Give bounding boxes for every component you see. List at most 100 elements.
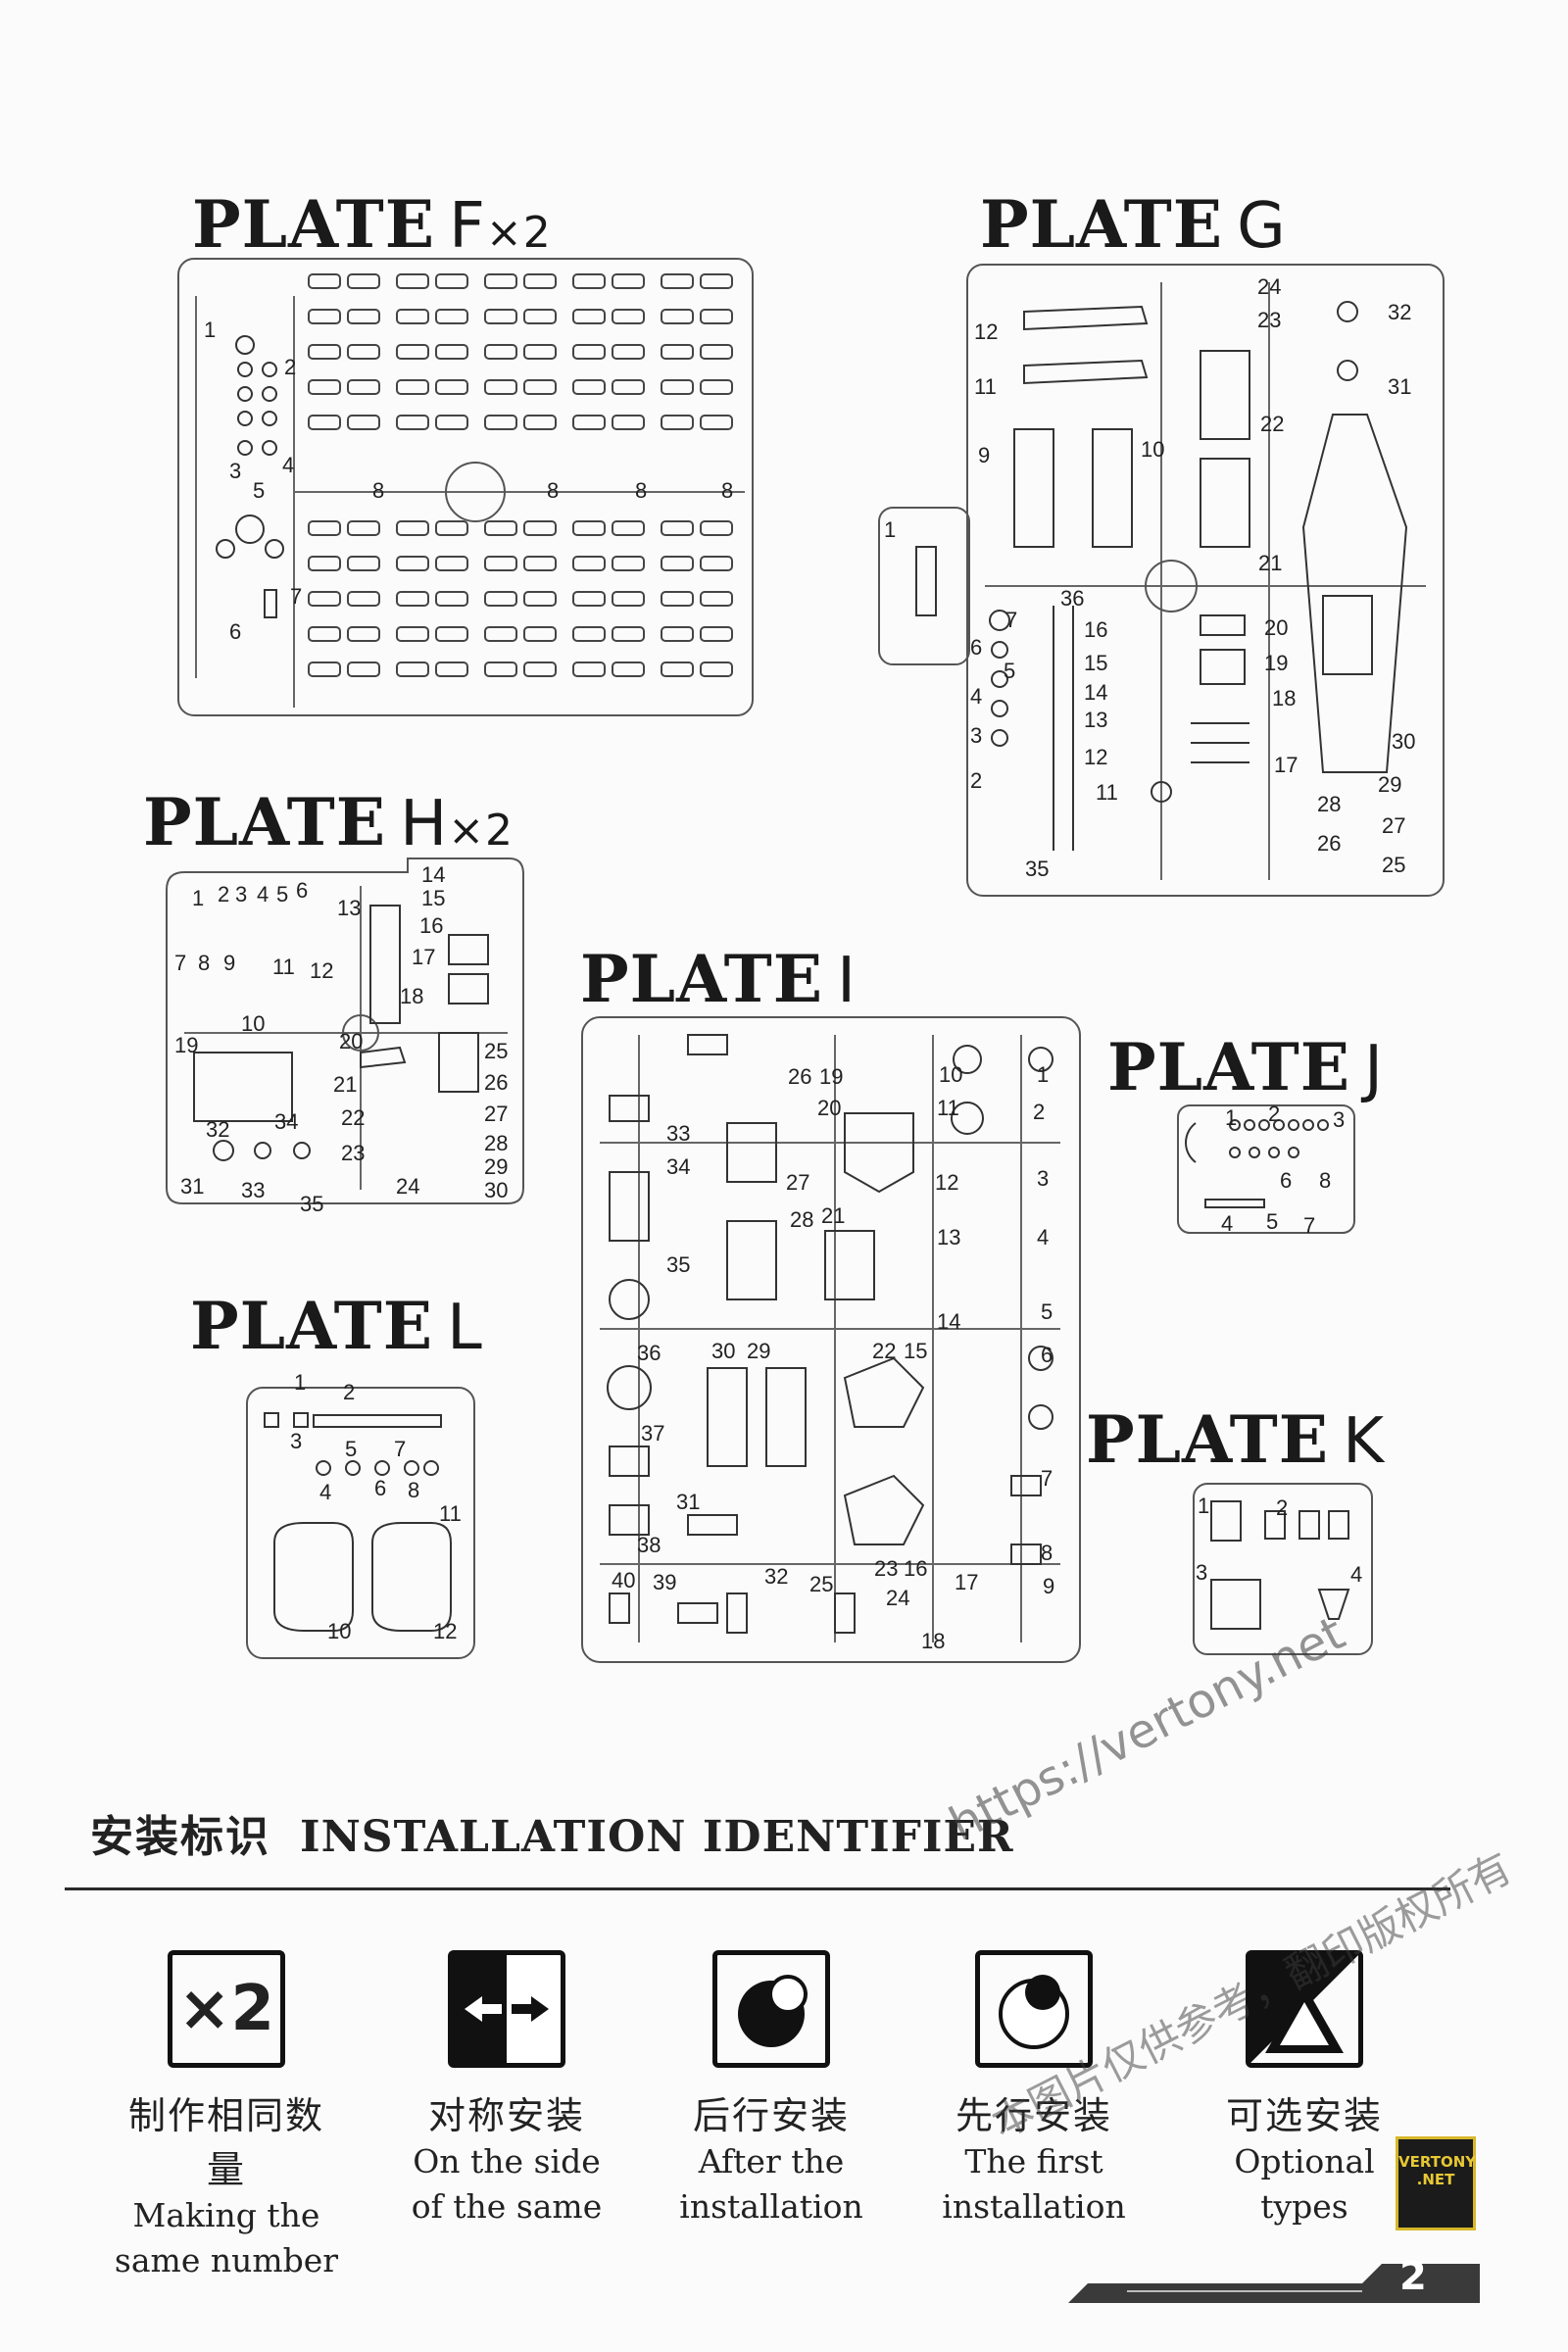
plate-i-label-27: 27 (786, 1170, 810, 1195)
plate-i-label-30: 30 (711, 1339, 736, 1363)
small-part (484, 415, 517, 430)
optional-types-icon (1246, 1950, 1363, 2068)
plate-g-sprue (878, 264, 1445, 897)
symmetric-arrows-icon (448, 1950, 565, 2068)
plate-h-label-12: 12 (310, 958, 334, 983)
small-part (435, 626, 468, 642)
plate-f-label-8c: 8 (635, 478, 648, 503)
small-part (572, 626, 606, 642)
small-part (396, 662, 429, 677)
plate-g-label-20: 18 (1272, 686, 1297, 710)
plate-g-label-28: 26 (1317, 831, 1342, 856)
first-install-icon (975, 1950, 1093, 2068)
small-part (347, 415, 380, 430)
small-part (661, 556, 694, 571)
plate-i-label-33: 33 (666, 1121, 691, 1146)
plate-l-label-1: 1 (294, 1370, 307, 1395)
small-part (308, 591, 341, 607)
small-part (572, 662, 606, 677)
small-part (700, 520, 733, 536)
plate-i-label-8: 8 (1041, 1541, 1054, 1565)
plate-i-label-29: 29 (747, 1339, 771, 1363)
plate-g-label-17: 15 (1084, 651, 1108, 675)
plate-g-label-12: 12 (974, 319, 999, 344)
plate-g-label-9: 9 (978, 443, 991, 467)
small-part (700, 379, 733, 395)
plate-g-label-16: 14 (1084, 680, 1108, 705)
plate-g-label-13: 11 (1096, 780, 1118, 805)
plate-g-label-33: 31 (1388, 374, 1412, 399)
small-part (661, 662, 694, 677)
small-part (396, 556, 429, 571)
plate-h-label-31: 31 (180, 1174, 205, 1199)
plate-f-label-8b: 8 (547, 478, 560, 503)
small-part (484, 309, 517, 324)
plate-f-label-7: 7 (290, 584, 303, 609)
vertony-logo: VERTONY .NET (1396, 2136, 1476, 2230)
small-part (612, 520, 645, 536)
page-number-bar (1068, 2264, 1480, 2303)
plate-i-sprue (581, 1016, 1081, 1663)
plate-i-label-39: 39 (653, 1570, 677, 1594)
small-part (612, 344, 645, 360)
plate-h-label-21: 21 (333, 1072, 358, 1097)
plate-h-label-32: 32 (206, 1117, 230, 1142)
plate-j-label-1: 1 (1225, 1105, 1238, 1130)
small-part (396, 626, 429, 642)
plate-i-label-2: 2 (1033, 1100, 1046, 1124)
plate-h-label-15: 15 (421, 886, 446, 910)
small-part (572, 379, 606, 395)
plate-g-label-18: 16 (1084, 617, 1108, 642)
small-part (308, 415, 341, 430)
small-part (523, 344, 557, 360)
plate-g-label-32: 30 (1392, 729, 1416, 754)
small-part (612, 309, 645, 324)
plate-l-sprue (246, 1387, 475, 1659)
small-part (572, 273, 606, 289)
identifier-first-install: 先行安装 The first installation (921, 1950, 1147, 2230)
plate-g-label-26: 24 (1257, 274, 1282, 299)
plate-i-label-18: 18 (921, 1629, 946, 1653)
small-part (308, 520, 341, 536)
plate-k-label-3: 3 (1196, 1560, 1208, 1585)
small-part (484, 379, 517, 395)
plate-h-label-18: 18 (400, 984, 424, 1008)
small-part (308, 662, 341, 677)
plate-g-label-1: 1 (884, 517, 897, 542)
plate-g-label-19: 17 (1274, 753, 1298, 777)
small-part (396, 379, 429, 395)
small-part (484, 520, 517, 536)
plate-h-label-10: 10 (241, 1011, 266, 1036)
plate-f-sprue (177, 258, 754, 716)
identifier-optional: 可选安装 Optional types (1192, 1950, 1417, 2230)
plate-i-label-37: 37 (641, 1421, 665, 1446)
small-part (396, 344, 429, 360)
plate-k-sprue (1193, 1483, 1373, 1655)
plate-h-label-35: 35 (300, 1192, 324, 1216)
small-part (435, 556, 468, 571)
small-part (572, 415, 606, 430)
plate-i-label-22: 22 (872, 1339, 897, 1363)
plate-g-label-7: 7 (1005, 608, 1018, 632)
plate-j-label-8a: 8 (1319, 1168, 1332, 1193)
section-divider (65, 1887, 1450, 1890)
plate-g-label-35: 35 (1025, 857, 1050, 881)
plate-g-label-5: 5 (1004, 659, 1016, 683)
plate-f-label-3: 3 (229, 459, 242, 483)
plate-f-label-1: 1 (204, 318, 217, 342)
plate-g-label-25: 23 (1257, 308, 1282, 332)
plate-h-label-29: 29 (484, 1154, 509, 1179)
small-part (308, 309, 341, 324)
small-part (347, 520, 380, 536)
small-part (435, 662, 468, 677)
small-part (572, 556, 606, 571)
plate-g-label-15: 13 (1084, 708, 1108, 732)
plate-l-label-6: 6 (374, 1476, 387, 1500)
plate-h-label-17: 17 (412, 945, 436, 969)
plate-i-label-26: 26 (788, 1064, 812, 1089)
small-part (700, 273, 733, 289)
plate-h-label-27: 27 (484, 1102, 509, 1126)
small-part (396, 273, 429, 289)
